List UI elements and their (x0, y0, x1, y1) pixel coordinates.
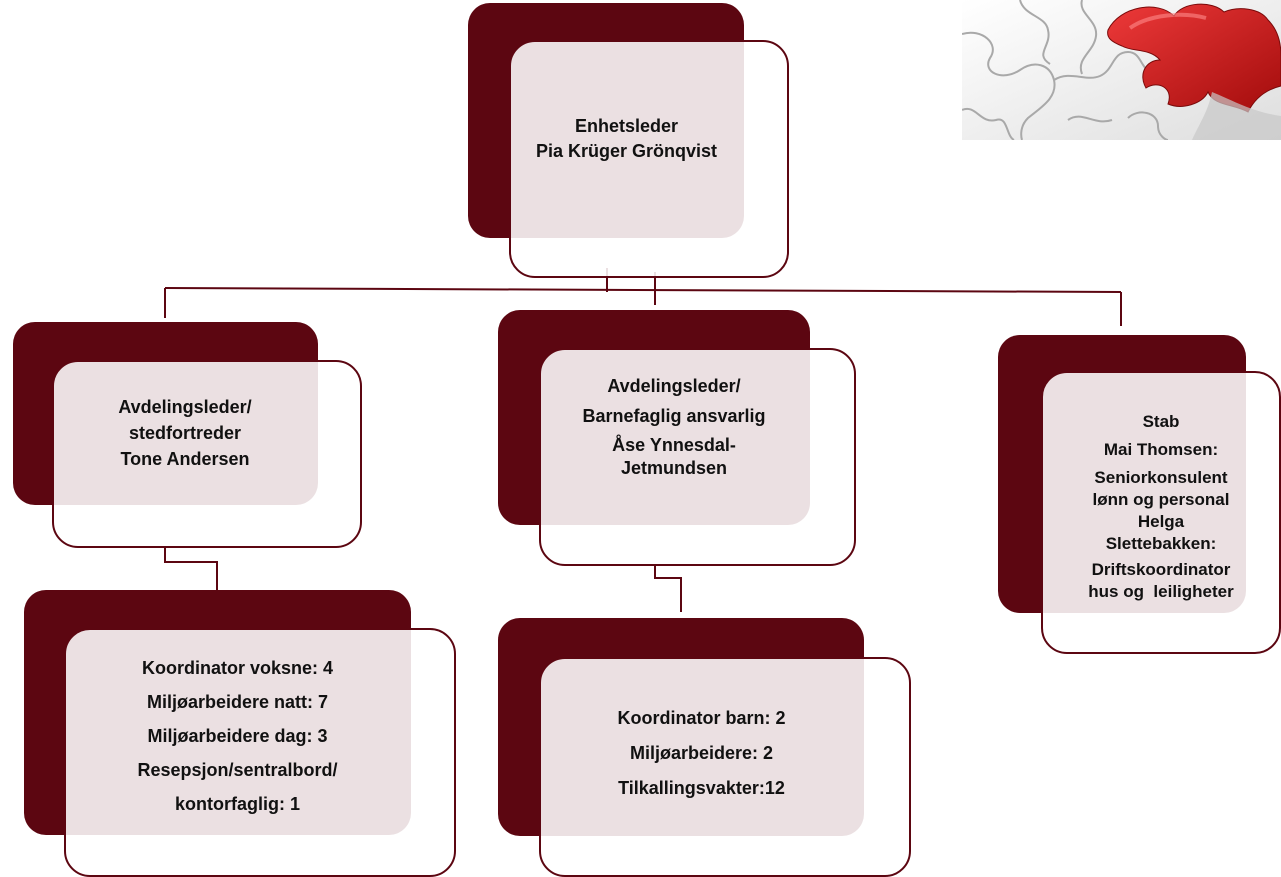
node-team-barn-text: Koordinator barn: 2 Miljøarbeidere: 2 Ti… (539, 657, 864, 836)
node-left-line-3: Tone Andersen (120, 448, 250, 469)
node-stab-heading: Stab (1142, 412, 1180, 431)
node-stab-line-5: Helga (1137, 512, 1185, 531)
node-stab-line-7: Driftskoordinator (1091, 560, 1231, 579)
node-stab-text: Stab Mai Thomsen: Seniorkonsulent lønn o… (1041, 384, 1281, 654)
node-enhetsleder-name: Pia Krüger Grönqvist (535, 141, 718, 161)
connector-horizontal (164, 287, 1122, 293)
team-left-line-4: Resepsjon/sentralbord/ (137, 759, 338, 780)
node-stab-line-8: hus og leiligheter (1088, 582, 1234, 601)
node-enhetsleder-text: Enhetsleder Pia Krüger Grönqvist (509, 40, 744, 238)
connector-mid-team (654, 565, 682, 612)
node-stab-line-6: Slettebakken: (1105, 534, 1217, 553)
node-team-voksne-text: Koordinator voksne: 4 Miljøarbeidere nat… (64, 628, 411, 835)
team-mid-line-1: Koordinator barn: 2 (617, 708, 786, 728)
team-left-line-2: Miljøarbeidere natt: 7 (146, 691, 329, 712)
node-stab-line-2: Mai Thomsen: (1103, 440, 1219, 459)
node-mid-line-3: Åse Ynnesdal- (612, 435, 736, 455)
node-avdelingsleder-stedfortreder-text: Avdelingsleder/ stedfortreder Tone Ander… (52, 360, 318, 505)
node-avdelingsleder-barnefaglig-text: Avdelingsleder/ Barnefaglig ansvarlig Ås… (539, 374, 809, 514)
node-mid-line-2: Barnefaglig ansvarlig (582, 406, 766, 426)
node-mid-line-1: Avdelingsleder/ (607, 376, 741, 396)
puzzle-image (962, 0, 1281, 140)
puzzle-pieces-icon (962, 0, 1281, 140)
team-mid-line-2: Miljøarbeidere: 2 (629, 743, 774, 763)
node-stab-line-4: lønn og personal (1092, 490, 1230, 509)
team-left-line-5: kontorfaglig: 1 (175, 793, 300, 814)
team-left-line-3: Miljøarbeidere dag: 3 (147, 725, 328, 746)
node-enhetsleder-title: Enhetsleder (574, 116, 679, 136)
node-left-line-1: Avdelingsleder/ (118, 396, 252, 417)
node-mid-line-4: Jetmundsen (620, 458, 728, 478)
node-stab-line-3: Seniorkonsulent (1094, 468, 1228, 487)
node-left-line-2: stedfortreder (128, 422, 242, 443)
team-mid-line-3: Tilkallingsvakter:12 (618, 778, 785, 798)
team-left-line-1: Koordinator voksne: 4 (141, 657, 334, 678)
connector-left-team (164, 548, 218, 590)
